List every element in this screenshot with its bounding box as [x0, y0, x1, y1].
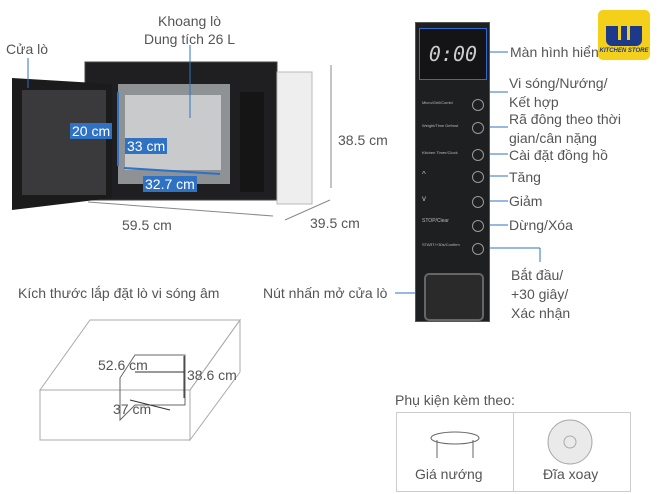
micro-grill-combi-button[interactable] [472, 99, 484, 111]
accessory-turntable [513, 412, 631, 492]
button-key-label: ^ [422, 170, 426, 179]
door-button-label: Nút nhấn mở cửa lò [263, 285, 388, 301]
clock-button[interactable] [472, 149, 484, 161]
microwave-illustration [12, 61, 313, 210]
defrost-button[interactable] [472, 122, 484, 134]
outer-depth-label: 39.5 cm [310, 215, 360, 231]
stop-clear-button[interactable] [472, 220, 484, 232]
install-width-label: 52.6 cm [98, 357, 148, 373]
door-label: Cửa lò [6, 41, 49, 57]
display-screen: 0:00 [419, 28, 487, 80]
increase-label: Tăng [509, 169, 541, 185]
increase-button[interactable] [472, 171, 484, 183]
clock-label: Cài đặt đồng hồ [509, 147, 608, 163]
capacity-label: Dung tích 26 L [144, 31, 236, 47]
grill-rack-label: Giá nướng [415, 466, 483, 482]
kitchen-store-logo: KITCHEN STORE [598, 10, 650, 60]
defrost-label: Rã đông theo thời gian/cân nặng [509, 111, 621, 146]
control-panel: 0:00 Micro/Grill/Combi Weight/Time Defro… [415, 22, 490, 322]
start-label: Bắt đầu/ +30 giây/ Xác nhận [511, 267, 571, 321]
logo-text: KITCHEN STORE [599, 48, 649, 54]
turntable-label: Đĩa xoay [543, 466, 599, 482]
outer-width-label: 59.5 cm [122, 217, 172, 233]
install-title: Kích thước lắp đặt lò vi sóng âm [18, 285, 220, 301]
accessories-title: Phụ kiện kèm theo: [395, 392, 515, 408]
button-key-label: v [422, 194, 426, 203]
decrease-button[interactable] [472, 196, 484, 208]
button-key-label: Weight/Time Defrost [422, 123, 459, 128]
cavity-label: Khoang lò [158, 13, 222, 29]
install-depth-label: 37 cm [113, 401, 152, 417]
pot-utensils-icon [606, 18, 642, 46]
inner-depth-label: 33 cm [125, 138, 168, 154]
button-key-label: Kitchen Timer/Clock [422, 150, 458, 155]
stop-label: Dừng/Xóa [509, 217, 573, 233]
install-height-label: 38.6 cm [187, 367, 237, 383]
door-open-button[interactable] [424, 273, 484, 321]
start-button[interactable] [472, 243, 484, 255]
inner-width-label: 32.7 cm [143, 176, 197, 192]
button-key-label: Micro/Grill/Combi [422, 100, 453, 105]
micro-grill-label: Vi sóng/Nướng/ Kết hợp [509, 75, 608, 110]
inner-height-label: 20 cm [70, 123, 113, 139]
outer-height-label: 38.5 cm [338, 132, 388, 148]
display-label: Màn hình hiển [510, 44, 599, 60]
decrease-label: Giảm [509, 193, 543, 209]
button-key-label: STOP/Clear [422, 218, 449, 224]
button-key-label: START/+30s/Confirm [422, 242, 460, 247]
